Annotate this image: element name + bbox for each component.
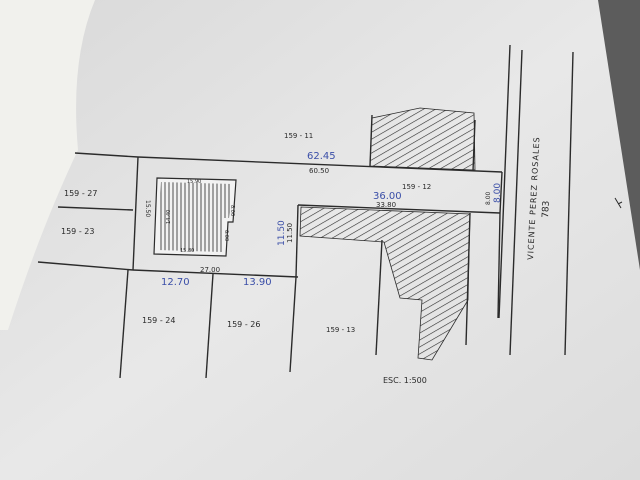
lot-label-west-bottom: 159 - 23 (61, 227, 94, 236)
hand-dim-north: 62.45 (307, 151, 336, 162)
neighbor-line (37, 261, 134, 271)
dim-middle: 11.50 (286, 223, 294, 243)
lot-label-north: 159 - 11 (284, 132, 313, 140)
neighbor-line (375, 239, 383, 356)
lot-label-west-top: 159 - 27 (64, 189, 97, 198)
hand-dim-inner: 36.00 (373, 191, 402, 202)
paper-fold (0, 0, 95, 330)
hand-dim-middle: 11.50 (277, 220, 287, 246)
dim-building-bottom: 15.80 (180, 248, 194, 254)
neighbor-line (119, 269, 129, 379)
dim-building-right-upper: 8.00 (229, 205, 235, 216)
street-number: 783 (541, 200, 552, 218)
hand-dim-south-right: 13.90 (243, 277, 272, 288)
pen-mark (614, 197, 623, 209)
dim-building-top: 15.90 (187, 179, 201, 185)
north-boundary (137, 156, 503, 173)
dim-west: 15.50 (144, 200, 151, 217)
south-boundary (132, 269, 299, 278)
hand-dim-south-left: 12.70 (161, 277, 190, 288)
inner-boundary (297, 204, 501, 214)
street-line (498, 44, 511, 319)
scale-label: ESC. 1:500 (383, 376, 427, 385)
neighbor-line (57, 206, 134, 211)
neighbor-line (74, 152, 139, 158)
middle-boundary (295, 204, 299, 278)
dim-inner: 33.80 (376, 201, 396, 209)
dim-building-right-lower: 6.00 (223, 230, 229, 241)
dim-east: 8.00 (485, 191, 492, 205)
neighbor-building-hatched (369, 107, 476, 171)
lot-label-south-b: 159 - 26 (227, 320, 260, 329)
dim-building-left: 14.40 (166, 210, 172, 224)
dim-north: 60.50 (309, 167, 329, 175)
east-boundary (499, 171, 503, 214)
street-line (509, 49, 523, 356)
neighbor-building-hatched-large (299, 206, 471, 361)
main-building-hatch (158, 182, 232, 252)
neighbor-line (205, 273, 214, 379)
west-boundary (132, 156, 139, 271)
lot-label-south-a: 159 - 24 (142, 316, 175, 325)
dim-south: 27.00 (200, 266, 220, 274)
neighbor-line (497, 212, 501, 319)
lot-label-east: 159 - 12 (402, 183, 431, 191)
neighbor-line (289, 276, 297, 373)
lot-label-south-c: 159 - 13 (326, 326, 355, 334)
street-line (564, 51, 574, 356)
hand-dim-east: 8.00 (493, 183, 503, 203)
